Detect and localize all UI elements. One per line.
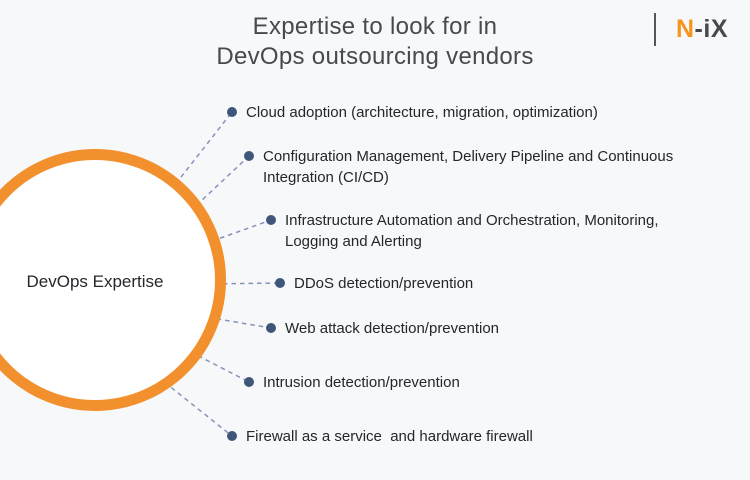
logo-divider-bar [653,13,656,46]
item-bullet-dot [227,107,237,117]
expertise-item: Cloud adoption (architecture, migration,… [246,103,598,121]
devops-circle [0,149,226,411]
nix-logo: N-iX [653,13,728,46]
item-bullet-dot [275,278,285,288]
title-line-2: DevOps outsourcing vendors [216,43,534,70]
logo-text: N-iX [676,17,728,42]
item-bullet-dot [227,431,237,441]
logo-letters-ix: -iX [694,15,728,43]
expertise-item: DDoS detection/prevention [294,274,474,292]
item-bullet-dot [266,215,276,225]
infographic-title: Expertise to look for in DevOps outsourc… [0,12,750,72]
expertise-item: Configuration Management, Delivery Pipel… [263,147,674,186]
dashed-connector-line [157,376,233,437]
expertise-item: Firewall as a service and hardware firew… [246,427,533,445]
circle-center-label: DevOps Expertise [26,272,164,291]
dashed-connector-line [183,155,250,218]
expertise-item: Web attack detection/prevention [285,319,500,337]
expertise-item: Intrusion detection/prevention [263,373,460,391]
item-bullet-dots [227,107,285,441]
expertise-item: Infrastructure Automation and Orchestrat… [285,211,659,250]
title-line-1: Expertise to look for in [252,13,498,40]
item-bullet-dot [266,323,276,333]
logo-letter-n: N [675,15,695,43]
item-bullet-dot [244,377,254,387]
item-bullet-dot [244,151,254,161]
